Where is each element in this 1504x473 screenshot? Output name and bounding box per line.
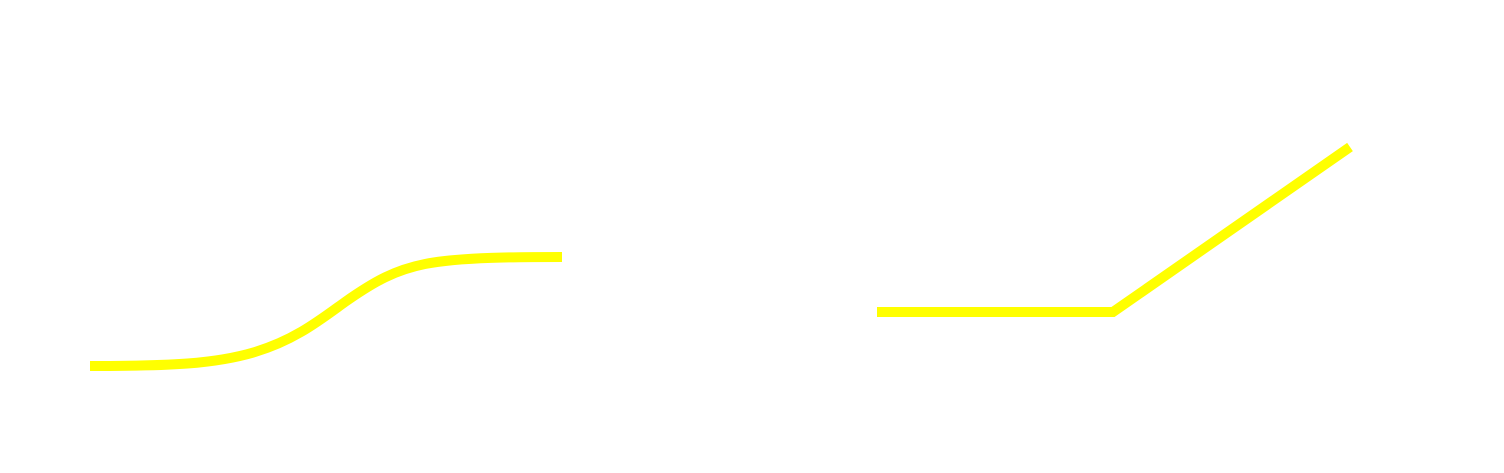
sigmoid-curve <box>89 252 563 371</box>
hinge-polyline <box>877 142 1353 317</box>
